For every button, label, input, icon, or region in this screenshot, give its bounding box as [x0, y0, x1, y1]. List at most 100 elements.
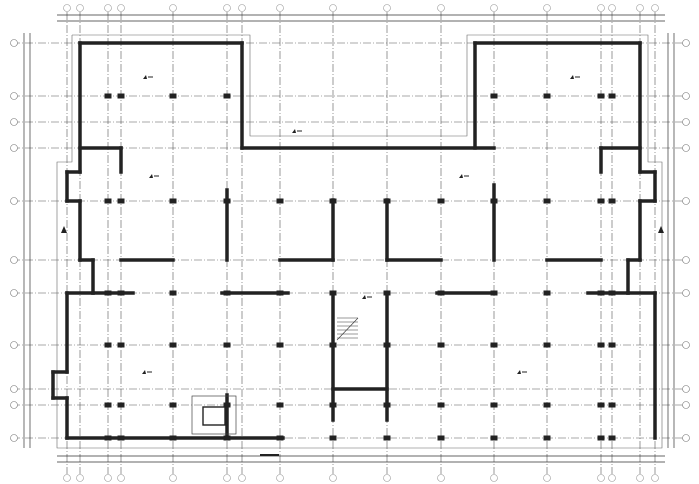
axis-bubble: [104, 4, 112, 12]
column: [608, 93, 616, 99]
axis-bubble: [10, 39, 18, 47]
section-mark-icon: [658, 226, 664, 233]
column: [383, 402, 391, 408]
column: [490, 342, 498, 348]
section-mark-icon: [61, 226, 67, 233]
column: [543, 290, 551, 296]
axis-bubble: [682, 289, 690, 297]
column: [597, 435, 605, 441]
column: [608, 402, 616, 408]
axis-bubble: [383, 4, 391, 12]
column: [383, 435, 391, 441]
column: [117, 435, 125, 441]
column: [104, 198, 112, 204]
axis-bubble: [238, 474, 246, 482]
axis-bubble: [651, 474, 659, 482]
axis-bubble: [10, 434, 18, 442]
axis-bubble: [682, 92, 690, 100]
column: [104, 435, 112, 441]
axis-bubble: [682, 118, 690, 126]
axis-bubble: [10, 289, 18, 297]
axis-bubble: [10, 197, 18, 205]
column: [437, 402, 445, 408]
column: [543, 342, 551, 348]
column: [329, 342, 337, 348]
column: [276, 435, 284, 441]
column: [223, 198, 231, 204]
column: [104, 93, 112, 99]
axis-bubble: [276, 474, 284, 482]
column: [104, 342, 112, 348]
column: [117, 342, 125, 348]
axis-bubble: [682, 197, 690, 205]
axis-bubble: [543, 474, 551, 482]
column: [117, 93, 125, 99]
column: [597, 342, 605, 348]
room-marker-icon: [142, 370, 146, 374]
axis-bubble: [117, 474, 125, 482]
axis-bubble: [597, 4, 605, 12]
axis-bubble: [490, 474, 498, 482]
column: [437, 198, 445, 204]
axis-bubble: [329, 474, 337, 482]
axis-bubble: [63, 474, 71, 482]
room-marker-icon: [143, 75, 147, 79]
column: [223, 435, 231, 441]
axis-bubble: [76, 474, 84, 482]
column: [437, 435, 445, 441]
column: [169, 435, 177, 441]
axis-bubble: [682, 385, 690, 393]
slab-edge-outline: [56, 34, 663, 449]
column: [437, 290, 445, 296]
axis-bubble: [10, 256, 18, 264]
axis-bubble: [636, 4, 644, 12]
shaft-outline: [191, 395, 237, 435]
axis-bubble: [169, 474, 177, 482]
axis-bubble: [329, 4, 337, 12]
column: [169, 93, 177, 99]
column: [104, 402, 112, 408]
column: [543, 93, 551, 99]
axis-bubble: [383, 474, 391, 482]
column: [383, 342, 391, 348]
column: [608, 342, 616, 348]
column: [276, 342, 284, 348]
column: [117, 402, 125, 408]
room-marker-icon: [149, 174, 153, 178]
column: [223, 93, 231, 99]
column: [276, 290, 284, 296]
column: [543, 402, 551, 408]
axis-bubble: [10, 144, 18, 152]
column: [169, 402, 177, 408]
axis-bubble: [437, 474, 445, 482]
column: [597, 402, 605, 408]
axis-bubble: [608, 4, 616, 12]
axis-bubble: [238, 4, 246, 12]
column: [597, 290, 605, 296]
axis-bubble: [682, 144, 690, 152]
column: [597, 93, 605, 99]
column: [597, 198, 605, 204]
column: [608, 290, 616, 296]
axis-bubble: [10, 401, 18, 409]
room-marker-icon: [362, 295, 366, 299]
column: [117, 198, 125, 204]
column: [276, 402, 284, 408]
column: [276, 198, 284, 204]
column: [223, 402, 231, 408]
column: [383, 198, 391, 204]
room-marker-icon: [517, 370, 521, 374]
room-marker-icon: [570, 75, 574, 79]
stair-break-line: [336, 317, 359, 341]
column: [490, 198, 498, 204]
axis-bubble: [682, 341, 690, 349]
axis-bubble: [597, 474, 605, 482]
column: [490, 402, 498, 408]
axis-bubble: [437, 4, 445, 12]
column: [608, 198, 616, 204]
axis-bubble: [10, 385, 18, 393]
column: [169, 198, 177, 204]
axis-bubble: [169, 4, 177, 12]
column: [543, 198, 551, 204]
